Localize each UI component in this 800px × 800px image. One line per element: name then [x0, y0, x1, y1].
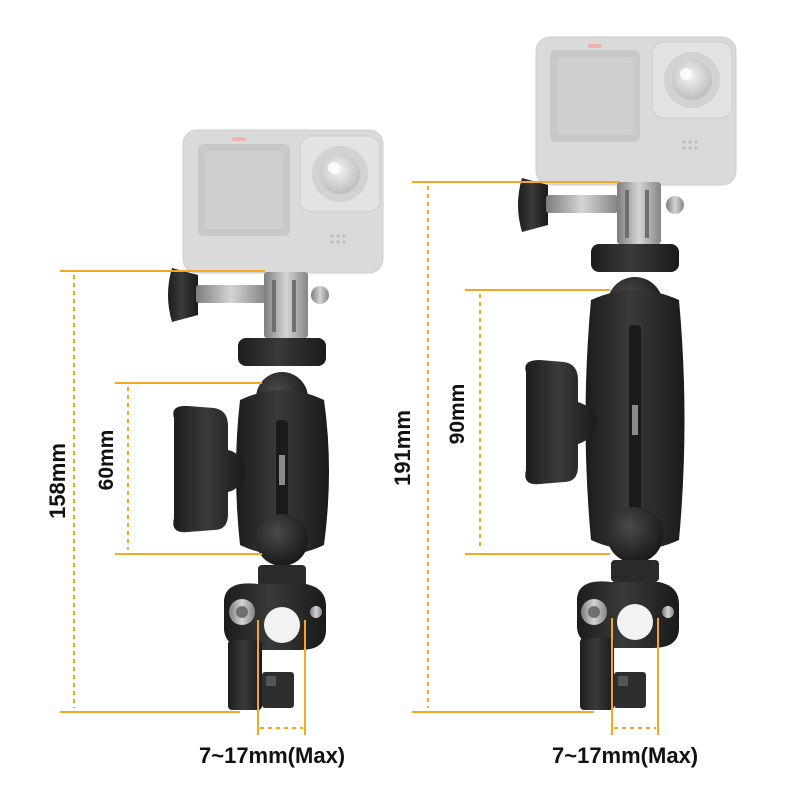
left-arm-length-label: 60mm — [95, 429, 118, 491]
right-bar-clamp — [577, 560, 679, 710]
left-base-nut — [238, 338, 326, 366]
right-camera — [535, 36, 737, 186]
right-bottom-ball — [607, 507, 663, 563]
left-arm — [236, 390, 329, 555]
left-dimension-lines — [60, 270, 306, 735]
left-bottom-ball — [256, 514, 308, 566]
right-arm — [585, 290, 685, 550]
right-dimension-lines — [412, 181, 659, 735]
left-clamp-range-label: 7~17mm(Max) — [199, 743, 346, 768]
right-mount — [518, 36, 737, 710]
right-tighten-knob — [525, 360, 598, 485]
right-clamp-range-label: 7~17mm(Max) — [552, 743, 699, 768]
left-tighten-knob — [173, 405, 246, 533]
right-thumb-screw — [518, 178, 684, 232]
left-mount — [168, 129, 384, 710]
left-bar-clamp — [224, 565, 326, 710]
left-height-label: 158mm — [45, 443, 70, 519]
left-thumb-screw — [168, 268, 329, 322]
right-height-label: 191mm — [390, 410, 415, 486]
left-camera — [182, 129, 384, 274]
right-base-nut — [591, 244, 679, 272]
left-mount-fingers — [264, 272, 308, 338]
right-mount-fingers — [617, 182, 661, 244]
right-arm-length-label: 90mm — [446, 383, 469, 445]
